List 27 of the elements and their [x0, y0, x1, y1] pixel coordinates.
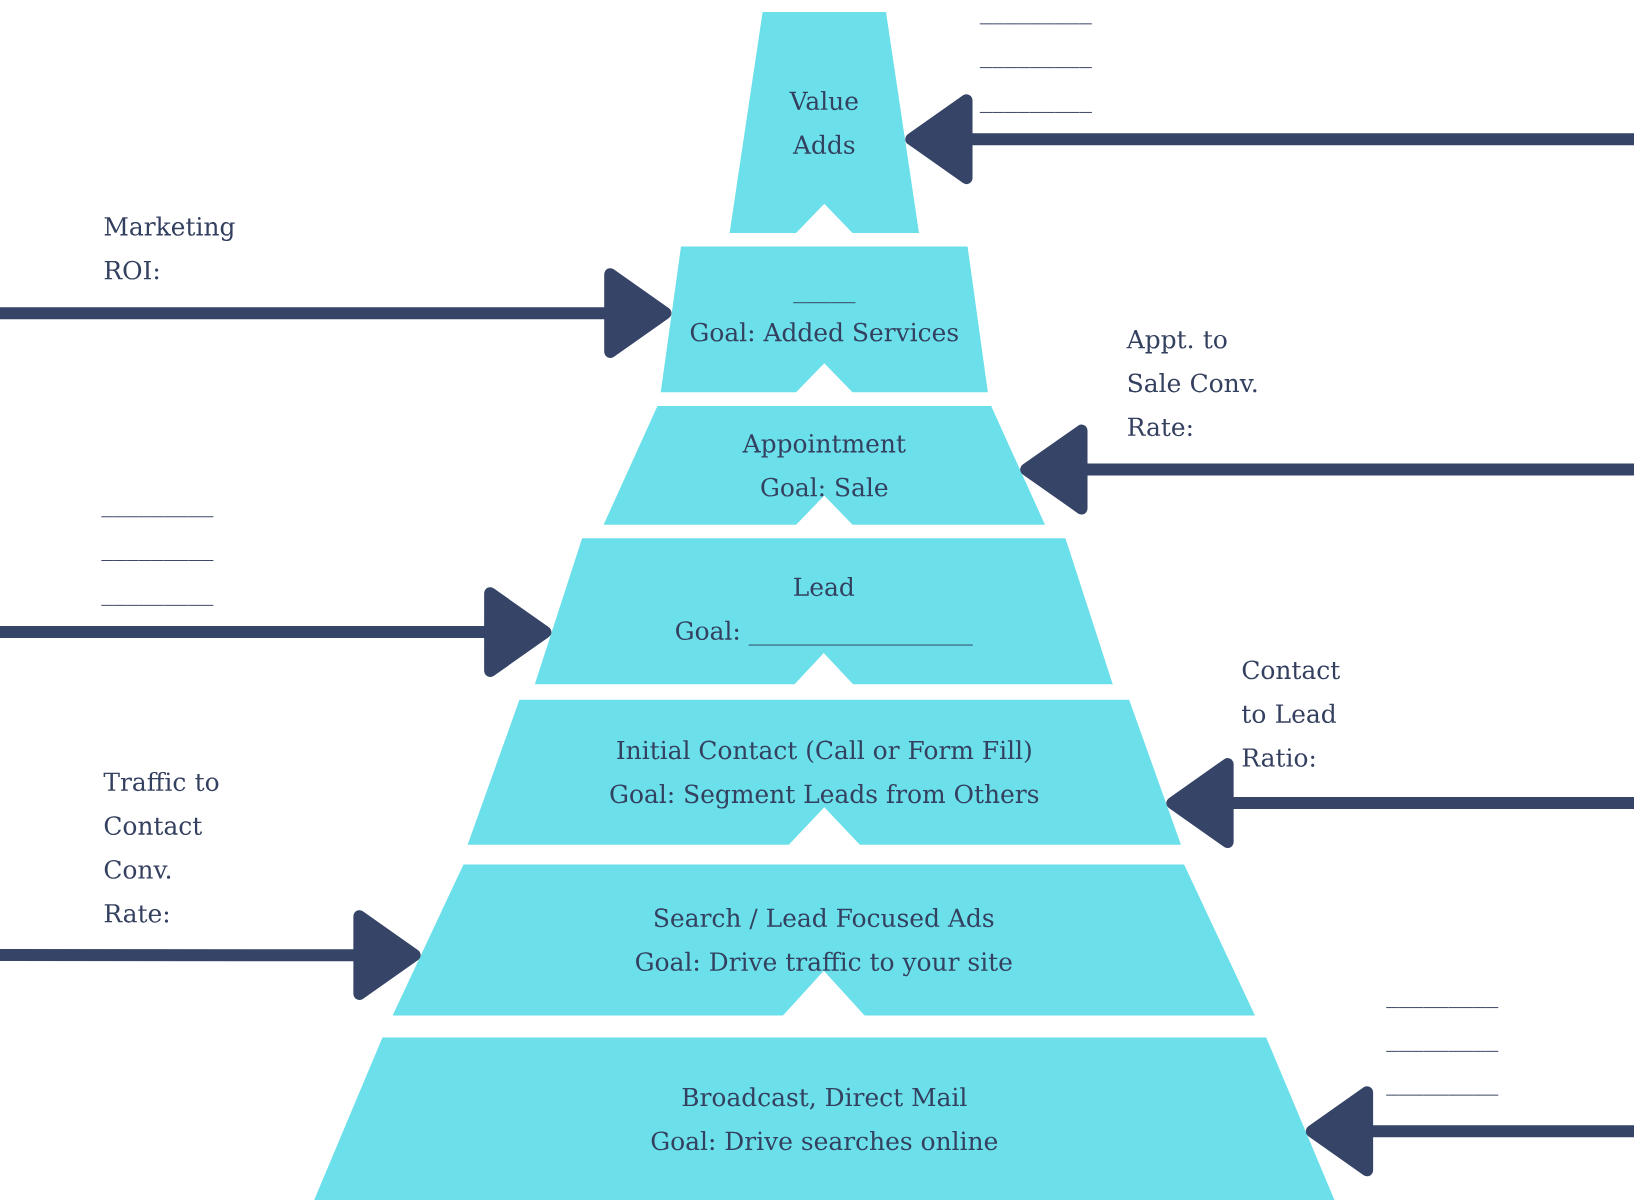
arrow	[1305, 1086, 1634, 1177]
arrow	[905, 94, 1634, 185]
funnel-tier: Lead Goal: __________________	[534, 538, 1113, 686]
blank-line: _________	[1386, 1007, 1499, 1009]
funnel-tier: _____ Goal: Added Services	[660, 246, 988, 394]
blank-line: _________	[1386, 1050, 1499, 1052]
arrow	[1166, 758, 1634, 848]
arrow	[0, 268, 672, 359]
blank-line: _________	[101, 560, 214, 561]
side-label: Marketing ROI:	[104, 216, 235, 280]
blank-line: _________	[101, 604, 214, 606]
funnel-tier: Initial Contact (Call or Form Fill) Goal: Segment Leads from Others	[467, 699, 1181, 846]
side-label: Appt. to Sale Conv. Rate:	[1126, 330, 1257, 437]
funnel-tier: Value Adds	[729, 12, 919, 234]
side-label: Contact to Lead Ratio:	[1242, 660, 1341, 767]
funnel-tier: Search / Lead Focused Ads Goal: Drive traffic to your site	[392, 864, 1255, 1017]
side-label: Traffic to Contact Conv. Rate:	[103, 771, 219, 923]
blank-line: _________	[101, 516, 214, 518]
funnel-tier: Broadcast, Direct Mail Goal: Drive searches online	[314, 1037, 1335, 1200]
funnel-tier: Appointment Goal: Sale	[603, 405, 1045, 526]
blank-line: _________	[1386, 1094, 1499, 1096]
arrow	[0, 587, 552, 678]
blank-line: _________	[979, 23, 1092, 25]
arrow	[0, 910, 421, 1001]
arrow	[1020, 424, 1634, 515]
blank-line: _________	[979, 67, 1092, 69]
blank-line: _________	[979, 111, 1092, 113]
